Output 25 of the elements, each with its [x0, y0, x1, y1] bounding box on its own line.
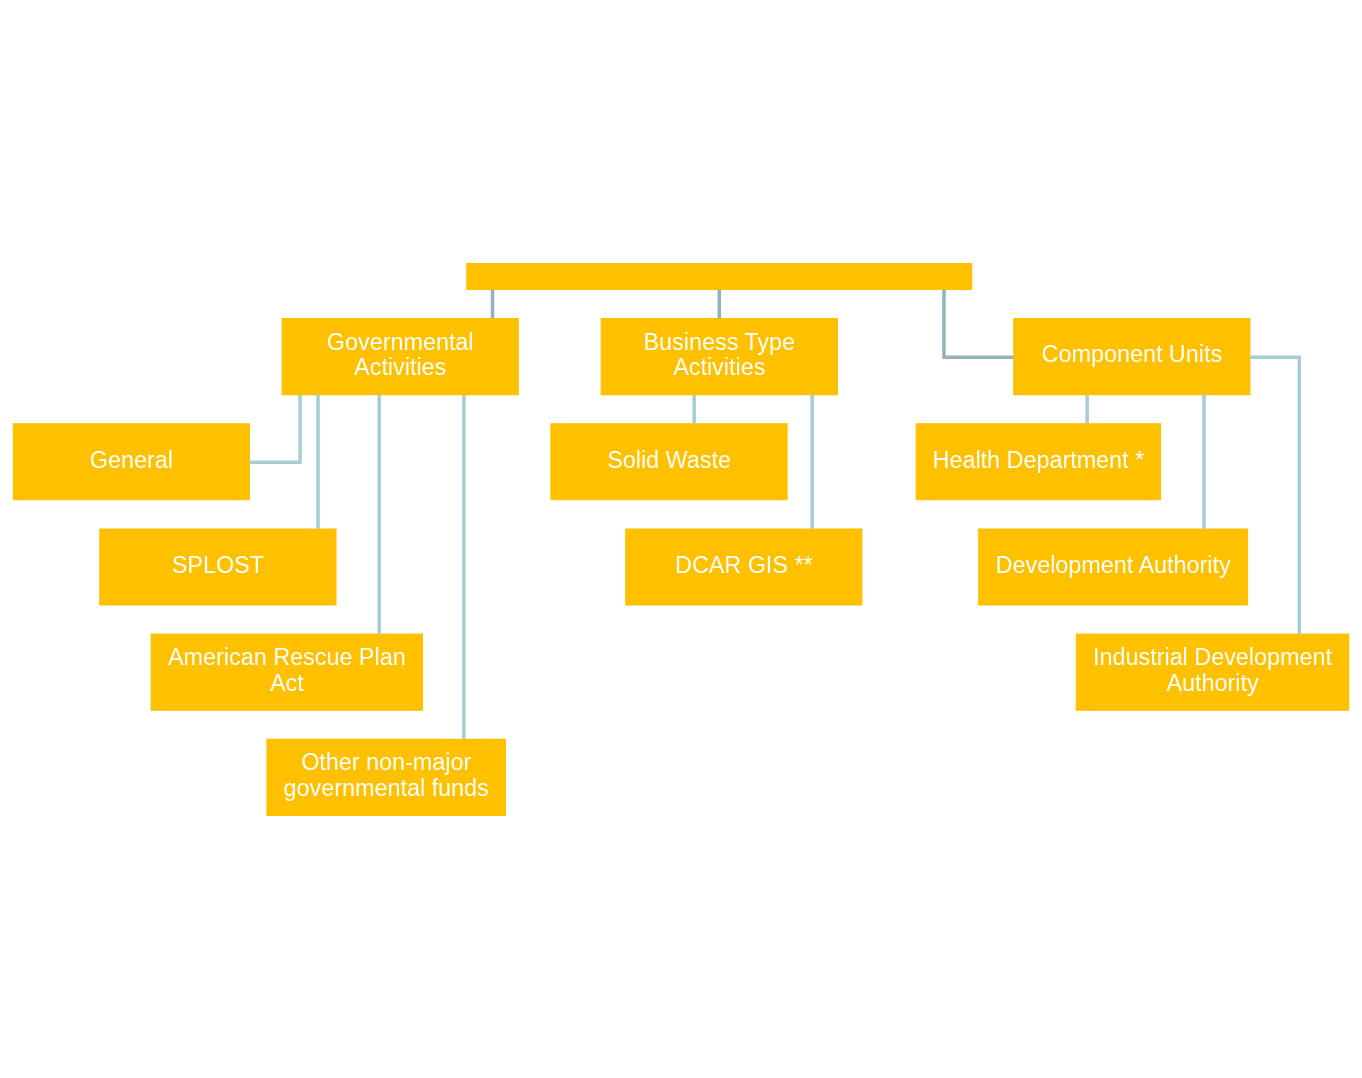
- node-box: Development Authority: [978, 527, 1249, 606]
- connector: [942, 289, 1014, 359]
- connector: [717, 288, 722, 318]
- node-box: General: [12, 422, 251, 500]
- node-box: [466, 262, 973, 290]
- connector: [490, 288, 495, 318]
- node-box: Other non-major governmental funds: [266, 738, 506, 816]
- connector: [810, 394, 814, 529]
- connector: [1202, 394, 1206, 529]
- node-box: Health Department *: [915, 422, 1162, 500]
- node-box: DCAR GIS **: [625, 527, 863, 606]
- node-box: Industrial Development Authority: [1075, 633, 1350, 711]
- node-box: Governmental Activities: [281, 317, 519, 395]
- connector: [692, 394, 696, 424]
- node-box: SPLOST: [99, 527, 337, 606]
- node-box: American Rescue Plan Act: [150, 633, 423, 711]
- connector: [249, 394, 302, 464]
- connector: [377, 394, 381, 634]
- connector: [316, 394, 320, 529]
- node-box: Solid Waste: [550, 422, 788, 500]
- connector: [1085, 394, 1089, 424]
- node-box: Business Type Activities: [600, 317, 838, 395]
- connector: [462, 394, 466, 739]
- node-box: Component Units: [1013, 317, 1251, 395]
- connector: [1249, 354, 1302, 634]
